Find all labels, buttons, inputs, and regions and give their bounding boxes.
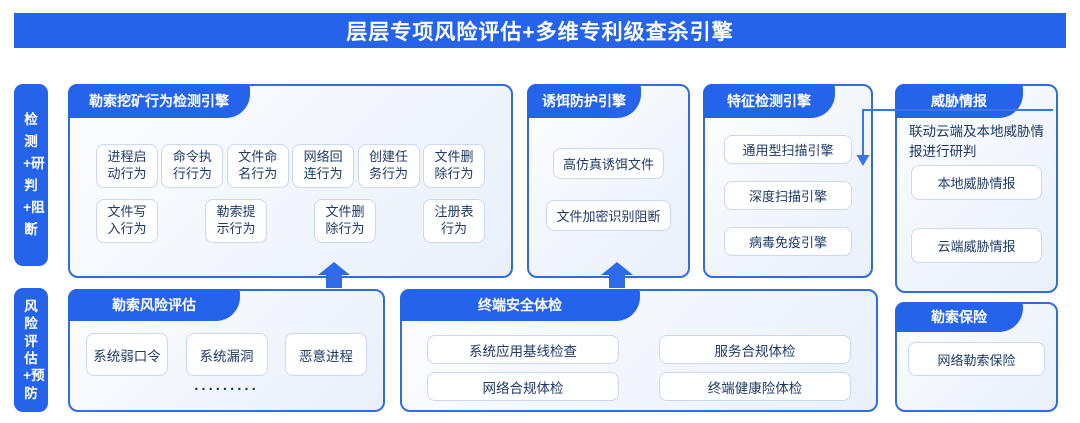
panel-endpoint-security-checkup: 终端安全体检 系统应用基线检查 服务合规体检 网络合规体检 终端健康险体检 bbox=[400, 289, 878, 412]
panel-signature-detection-engine: 特征检测引擎 通用型扫描引擎 深度扫描引擎 病毒免疫引擎 bbox=[703, 84, 873, 278]
chip-file-delete-2: 文件删除行为 bbox=[314, 199, 376, 243]
check-chip-grid: 系统应用基线检查 服务合规体检 网络合规体检 终端健康险体检 bbox=[427, 335, 851, 401]
chip-malicious-process: 恶意进程 bbox=[285, 333, 367, 376]
side-label-detect-judge-block: 检测+研判+阻断 bbox=[14, 84, 48, 266]
panel-signature-title-tab: 特征检测引擎 bbox=[703, 84, 835, 118]
chip-file-naming: 文件命名行为 bbox=[226, 144, 289, 188]
decoy-chip-column: 高仿真诱饵文件 文件加密识别阻断 bbox=[529, 148, 688, 231]
panel-assess-title-tab: 勒索风险评估 bbox=[68, 289, 240, 321]
chip-command-exec: 命令执行行为 bbox=[161, 144, 224, 188]
panel-mining-behavior-engine: 勒索挖矿行为检测引擎 进程启动行为 命令执行行为 文件命名行为 网络回连行为 创… bbox=[68, 84, 513, 278]
chip-baseline-check: 系统应用基线检查 bbox=[427, 335, 619, 364]
intel-chip-column: 本地威胁情报 云端威胁情报 bbox=[911, 165, 1042, 263]
up-arrow-check-to-decoy-icon bbox=[601, 262, 633, 288]
chip-registry: 注册表行为 bbox=[423, 199, 485, 243]
chip-ransom-note: 勒索提示行为 bbox=[205, 199, 267, 243]
panel-threat-intelligence: 威胁情报 联动云端及本地威胁情报进行研判 本地威胁情报 云端威胁情报 bbox=[895, 84, 1058, 293]
chip-weak-password: 系统弱口令 bbox=[86, 333, 168, 376]
chip-cloud-threat-intel: 云端威胁情报 bbox=[911, 228, 1042, 263]
intel-description: 联动云端及本地威胁情报进行研判 bbox=[909, 124, 1044, 159]
up-arrow-assess-to-mining-icon bbox=[318, 262, 350, 288]
chip-system-vuln: 系统漏洞 bbox=[185, 333, 268, 376]
panel-check-title-tab: 终端安全体检 bbox=[400, 289, 640, 321]
side-label-risk-text: 风险评估+预防 bbox=[23, 299, 45, 401]
chip-endpoint-health: 终端健康险体检 bbox=[659, 372, 851, 401]
chip-file-delete-1: 文件删除行为 bbox=[422, 144, 485, 188]
chip-encryption-block: 文件加密识别阻断 bbox=[546, 200, 671, 231]
panel-intel-title-tab: 威胁情报 bbox=[895, 84, 1023, 118]
chip-file-write: 文件写入行为 bbox=[96, 199, 158, 243]
chip-cyber-ransom-insurance: 网络勒索保险 bbox=[908, 342, 1045, 376]
panel-decoy-title-tab: 诱饵防护引擎 bbox=[527, 84, 641, 118]
chip-service-compliance: 服务合规体检 bbox=[659, 335, 851, 364]
chip-network-compliance: 网络合规体检 bbox=[427, 372, 619, 401]
assess-ellipsis: ......... bbox=[194, 377, 259, 394]
side-label-detect-text: 检测+研判+阻断 bbox=[23, 112, 45, 237]
panel-insurance-title-tab: 勒索保险 bbox=[895, 302, 1023, 332]
panel-ransom-risk-assessment: 勒索风险评估 系统弱口令 系统漏洞 恶意进程 ......... bbox=[68, 289, 385, 412]
chip-generic-scan-engine: 通用型扫描引擎 bbox=[724, 135, 852, 164]
page-title: 层层专项风险评估+多维专利级查杀引擎 bbox=[14, 13, 1066, 48]
chip-process-start: 进程启动行为 bbox=[96, 144, 158, 188]
chip-local-threat-intel: 本地威胁情报 bbox=[911, 165, 1042, 200]
panel-ransom-insurance: 勒索保险 网络勒索保险 bbox=[895, 302, 1058, 412]
chip-virus-immunity-engine: 病毒免疫引擎 bbox=[724, 227, 852, 256]
chip-network-callback: 网络回连行为 bbox=[292, 144, 355, 188]
assess-chip-row: 系统弱口令 系统漏洞 恶意进程 bbox=[86, 333, 367, 376]
chip-deep-scan-engine: 深度扫描引擎 bbox=[724, 181, 852, 210]
mining-chip-grid: 进程启动行为 命令执行行为 文件命名行为 网络回连行为 创建任务行为 文件删除行… bbox=[96, 144, 485, 243]
chip-task-creation: 创建任务行为 bbox=[357, 144, 420, 188]
panel-mining-title-tab: 勒索挖矿行为检测引擎 bbox=[68, 84, 250, 118]
panel-decoy-protection-engine: 诱饵防护引擎 高仿真诱饵文件 文件加密识别阻断 bbox=[527, 84, 690, 278]
signature-chip-column: 通用型扫描引擎 深度扫描引擎 病毒免疫引擎 bbox=[724, 135, 852, 256]
insurance-chip-column: 网络勒索保险 bbox=[908, 342, 1045, 376]
side-label-risk-prevent: 风险评估+预防 bbox=[14, 288, 48, 412]
chip-decoy-files: 高仿真诱饵文件 bbox=[552, 148, 664, 179]
